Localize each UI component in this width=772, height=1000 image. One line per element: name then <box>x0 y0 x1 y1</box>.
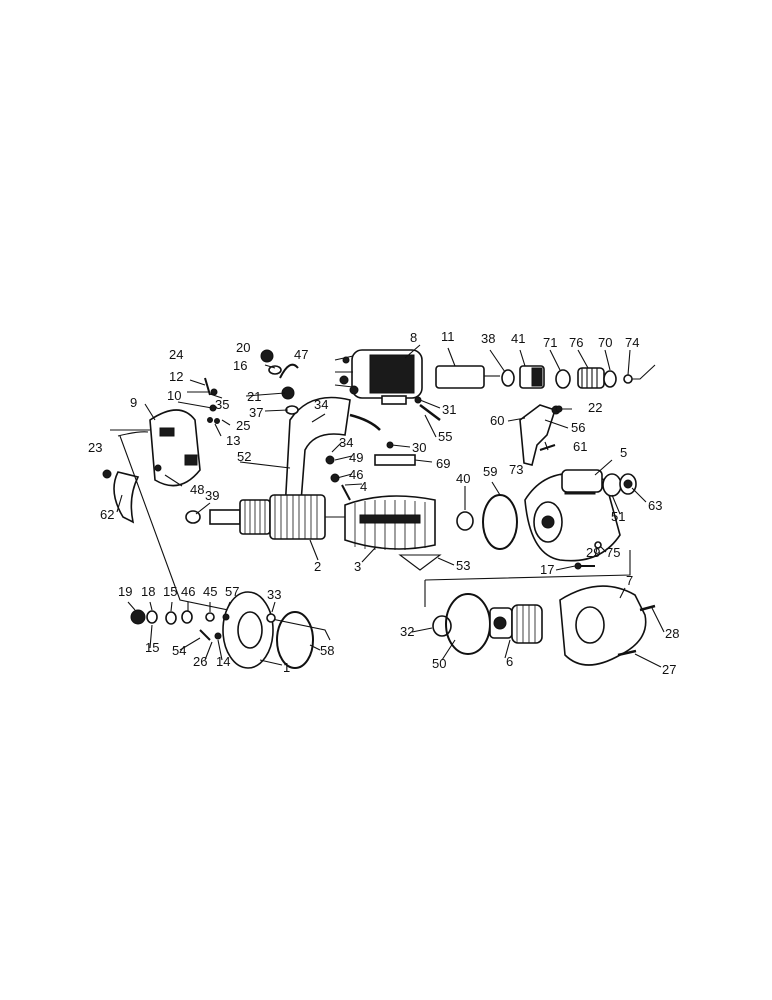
part-label: 11 <box>441 329 455 344</box>
part-label: 28 <box>665 626 679 641</box>
armature-part <box>209 494 350 540</box>
part-label: 16 <box>233 358 247 373</box>
part-label: 74 <box>625 335 639 350</box>
nose-housing-part <box>559 585 647 666</box>
part-label: 75 <box>606 545 620 560</box>
part-label: 46 <box>349 467 363 482</box>
plunger-part <box>435 365 500 389</box>
part-label: 61 <box>573 439 587 454</box>
part-label: 37 <box>249 405 263 420</box>
part-label: 57 <box>225 584 239 599</box>
part-label: 1 <box>283 660 290 675</box>
part-label: 7 <box>626 573 633 588</box>
part-label: 33 <box>267 587 281 602</box>
part-label: 49 <box>349 450 363 465</box>
part-label: 4 <box>360 479 367 494</box>
part-label: 60 <box>490 413 504 428</box>
part-label: 29 <box>586 545 600 560</box>
part-label: 32 <box>400 624 414 639</box>
field-housing-part <box>284 396 351 517</box>
parts-artwork <box>102 349 656 669</box>
nut-part <box>102 469 112 479</box>
leader-lines <box>116 344 665 668</box>
part-label: 18 <box>141 584 155 599</box>
part-label: 27 <box>662 662 676 677</box>
part-label: 54 <box>172 643 186 658</box>
part-label: 51 <box>611 509 625 524</box>
part-label: 21 <box>247 389 261 404</box>
part-label: 76 <box>569 335 583 350</box>
part-label: 24 <box>169 347 183 362</box>
part-label: 8 <box>410 330 417 345</box>
part-label: 15 <box>145 640 159 655</box>
part-label: 56 <box>571 420 585 435</box>
drive-housing-part <box>524 469 621 562</box>
part-label: 71 <box>543 335 557 350</box>
part-label: 63 <box>648 498 662 513</box>
part-label: 25 <box>236 418 250 433</box>
part-label: 58 <box>320 643 334 658</box>
washer-part <box>456 511 474 531</box>
part-label: 53 <box>456 558 470 573</box>
part-label: 41 <box>511 331 525 346</box>
part-label: 45 <box>203 584 217 599</box>
part-label: 35 <box>215 397 229 412</box>
spring-stack-parts <box>501 364 656 389</box>
field-coil-part <box>344 495 436 550</box>
drive-pinion-part <box>489 604 543 644</box>
shift-lever-part <box>519 404 557 466</box>
part-label: 55 <box>438 429 452 444</box>
part-label: 73 <box>509 462 523 477</box>
part-label: 13 <box>226 433 240 448</box>
solenoid-part <box>334 349 423 405</box>
part-label: 17 <box>540 562 554 577</box>
part-label: 20 <box>236 340 250 355</box>
part-label: 9 <box>130 395 137 410</box>
part-label: 6 <box>506 654 513 669</box>
part-label: 34 <box>339 435 353 450</box>
o-ring-part <box>482 494 518 550</box>
reference-triangle <box>398 554 442 571</box>
part-label: 59 <box>483 464 497 479</box>
part-label: 31 <box>442 402 456 417</box>
gasket-part <box>113 471 140 524</box>
part-label: 62 <box>100 507 114 522</box>
part-label: 5 <box>620 445 627 460</box>
part-label: 19 <box>118 584 132 599</box>
part-label: 15 <box>163 584 177 599</box>
part-label: 48 <box>190 482 204 497</box>
part-number-labels: 1 2 3 4 5 6 7 8 9 10 11 12 13 14 15 15 1… <box>88 329 679 677</box>
part-label: 70 <box>598 335 612 350</box>
part-label: 40 <box>456 471 470 486</box>
part-label: 39 <box>205 488 219 503</box>
part-label: 47 <box>294 347 308 362</box>
end-cover-seal <box>276 611 314 669</box>
part-label: 38 <box>481 331 495 346</box>
part-label: 69 <box>436 456 450 471</box>
part-label: 14 <box>216 654 230 669</box>
part-label: 52 <box>237 449 251 464</box>
part-label: 50 <box>432 656 446 671</box>
part-label: 12 <box>169 369 183 384</box>
end-cover-part <box>222 591 274 669</box>
part-label: 34 <box>314 397 328 412</box>
part-label: 30 <box>412 440 426 455</box>
brush-plate-part <box>149 409 201 487</box>
part-label: 3 <box>354 559 361 574</box>
part-label: 46 <box>181 584 195 599</box>
part-label: 23 <box>88 440 102 455</box>
part-label: 10 <box>167 388 181 403</box>
part-label: 26 <box>193 654 207 669</box>
part-label: 22 <box>588 400 602 415</box>
part-label: 2 <box>314 559 321 574</box>
